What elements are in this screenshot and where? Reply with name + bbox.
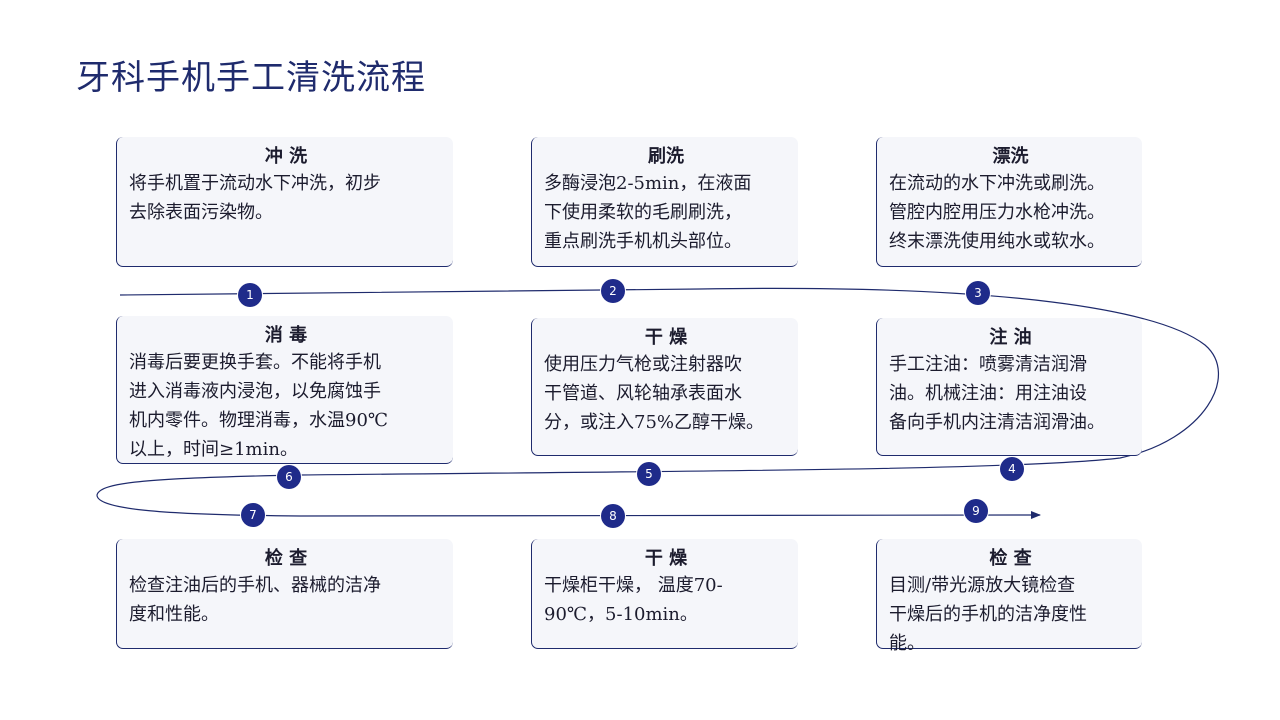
step-number-badge-1: 1	[238, 283, 262, 307]
step-number-badge-8: 8	[601, 504, 625, 528]
step-title: 漂洗	[992, 146, 1029, 167]
step-number-badge-6: 6	[277, 465, 301, 489]
step-card-9: 检 查 目测/带光源放大镜检查 干燥后的手机的洁净度性 能。	[876, 539, 1142, 654]
step-title: 干 燥	[644, 548, 688, 569]
step-description: 手工注油：喷雾清洁润滑 油。机械注油：用注油设 备向手机内注清洁润滑油。	[889, 354, 1105, 433]
step-card-8: 干 燥 干燥柜干燥， 温度70- 90℃，5-10min。	[531, 539, 798, 649]
step-description: 目测/带光源放大镜检查 干燥后的手机的洁净度性 能。	[889, 575, 1087, 654]
step-card-1: 冲 洗 将手机置于流动水下冲洗，初步 去除表面污染物。	[116, 137, 453, 267]
step-number-badge-7: 7	[241, 503, 265, 527]
step-card-5: 干 燥 使用压力气枪或注射器吹 干管道、风轮轴承表面水 分，或注入75%乙醇干燥…	[531, 318, 798, 456]
step-title: 冲 洗	[264, 146, 308, 167]
step-description: 多酶浸泡2-5min，在液面 下使用柔软的毛刷刷洗， 重点刷洗手机机头部位。	[544, 173, 752, 252]
step-card-7: 检 查 检查注油后的手机、器械的洁净 度和性能。	[116, 539, 453, 649]
step-number-badge-4: 4	[1000, 457, 1024, 481]
step-title: 消 毒	[264, 325, 308, 346]
step-number-badge-9: 9	[964, 499, 988, 523]
flow-curve	[96, 287, 1220, 520]
step-description: 将手机置于流动水下冲洗，初步 去除表面污染物。	[129, 173, 381, 223]
step-number-badge-3: 3	[966, 281, 990, 305]
step-description: 检查注油后的手机、器械的洁净 度和性能。	[129, 575, 381, 625]
step-card-4: 注 油 手工注油：喷雾清洁润滑 油。机械注油：用注油设 备向手机内注清洁润滑油。	[876, 318, 1142, 456]
step-title: 注 油	[989, 327, 1032, 348]
step-title: 检 查	[264, 548, 308, 569]
step-card-6: 消 毒 消毒后要更换手套。不能将手机 进入消毒液内浸泡，以免腐蚀手 机内零件。物…	[116, 316, 453, 464]
step-number-badge-5: 5	[637, 462, 661, 486]
step-description: 干燥柜干燥， 温度70- 90℃，5-10min。	[544, 575, 723, 625]
page-title: 牙科手机手工清洗流程	[76, 58, 426, 98]
step-description: 在流动的水下冲洗或刷洗。 管腔内腔用压力水枪冲洗。 终末漂洗使用纯水或软水。	[889, 173, 1105, 252]
step-card-2: 刷洗 多酶浸泡2-5min，在液面 下使用柔软的毛刷刷洗， 重点刷洗手机机头部位…	[531, 137, 798, 267]
step-card-3: 漂洗 在流动的水下冲洗或刷洗。 管腔内腔用压力水枪冲洗。 终末漂洗使用纯水或软水…	[876, 137, 1142, 267]
step-description: 消毒后要更换手套。不能将手机 进入消毒液内浸泡，以免腐蚀手 机内零件。物理消毒，…	[129, 352, 389, 460]
step-number-badge-2: 2	[601, 279, 625, 303]
step-title: 刷洗	[648, 146, 684, 167]
step-description: 使用压力气枪或注射器吹 干管道、风轮轴承表面水 分，或注入75%乙醇干燥。	[544, 354, 765, 433]
step-title: 检 查	[989, 548, 1032, 569]
step-title: 干 燥	[644, 327, 688, 348]
